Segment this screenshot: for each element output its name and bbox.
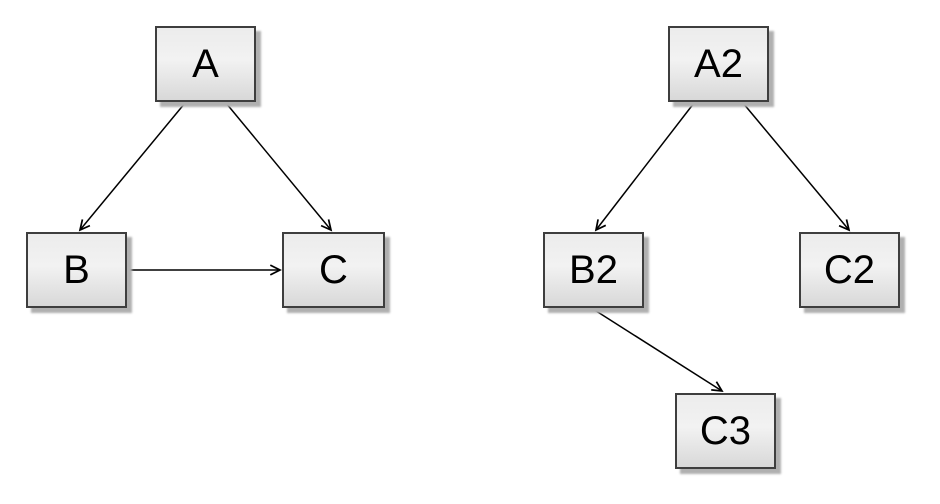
node-label-C: C (319, 248, 348, 292)
node-label-C3: C3 (699, 409, 752, 453)
node-B2: B2 (543, 232, 644, 308)
node-A2: A2 (668, 26, 769, 102)
node-label-A2: A2 (694, 42, 743, 86)
node-C: C (282, 232, 385, 308)
edge-B2-C3 (592, 308, 724, 393)
edge-A-C (225, 102, 333, 232)
node-B: B (26, 232, 127, 308)
node-C3: C3 (675, 393, 776, 469)
edge-A2-B2 (594, 102, 695, 232)
node-label-B: B (63, 248, 90, 292)
edge-A2-C2 (742, 102, 851, 232)
node-label-B2: B2 (569, 248, 618, 292)
node-label-C2: C2 (823, 248, 876, 292)
node-A: A (155, 26, 256, 102)
node-C2: C2 (799, 232, 900, 308)
edge-A-B (78, 102, 186, 232)
node-label-A: A (192, 42, 219, 86)
edges-group (78, 102, 851, 393)
